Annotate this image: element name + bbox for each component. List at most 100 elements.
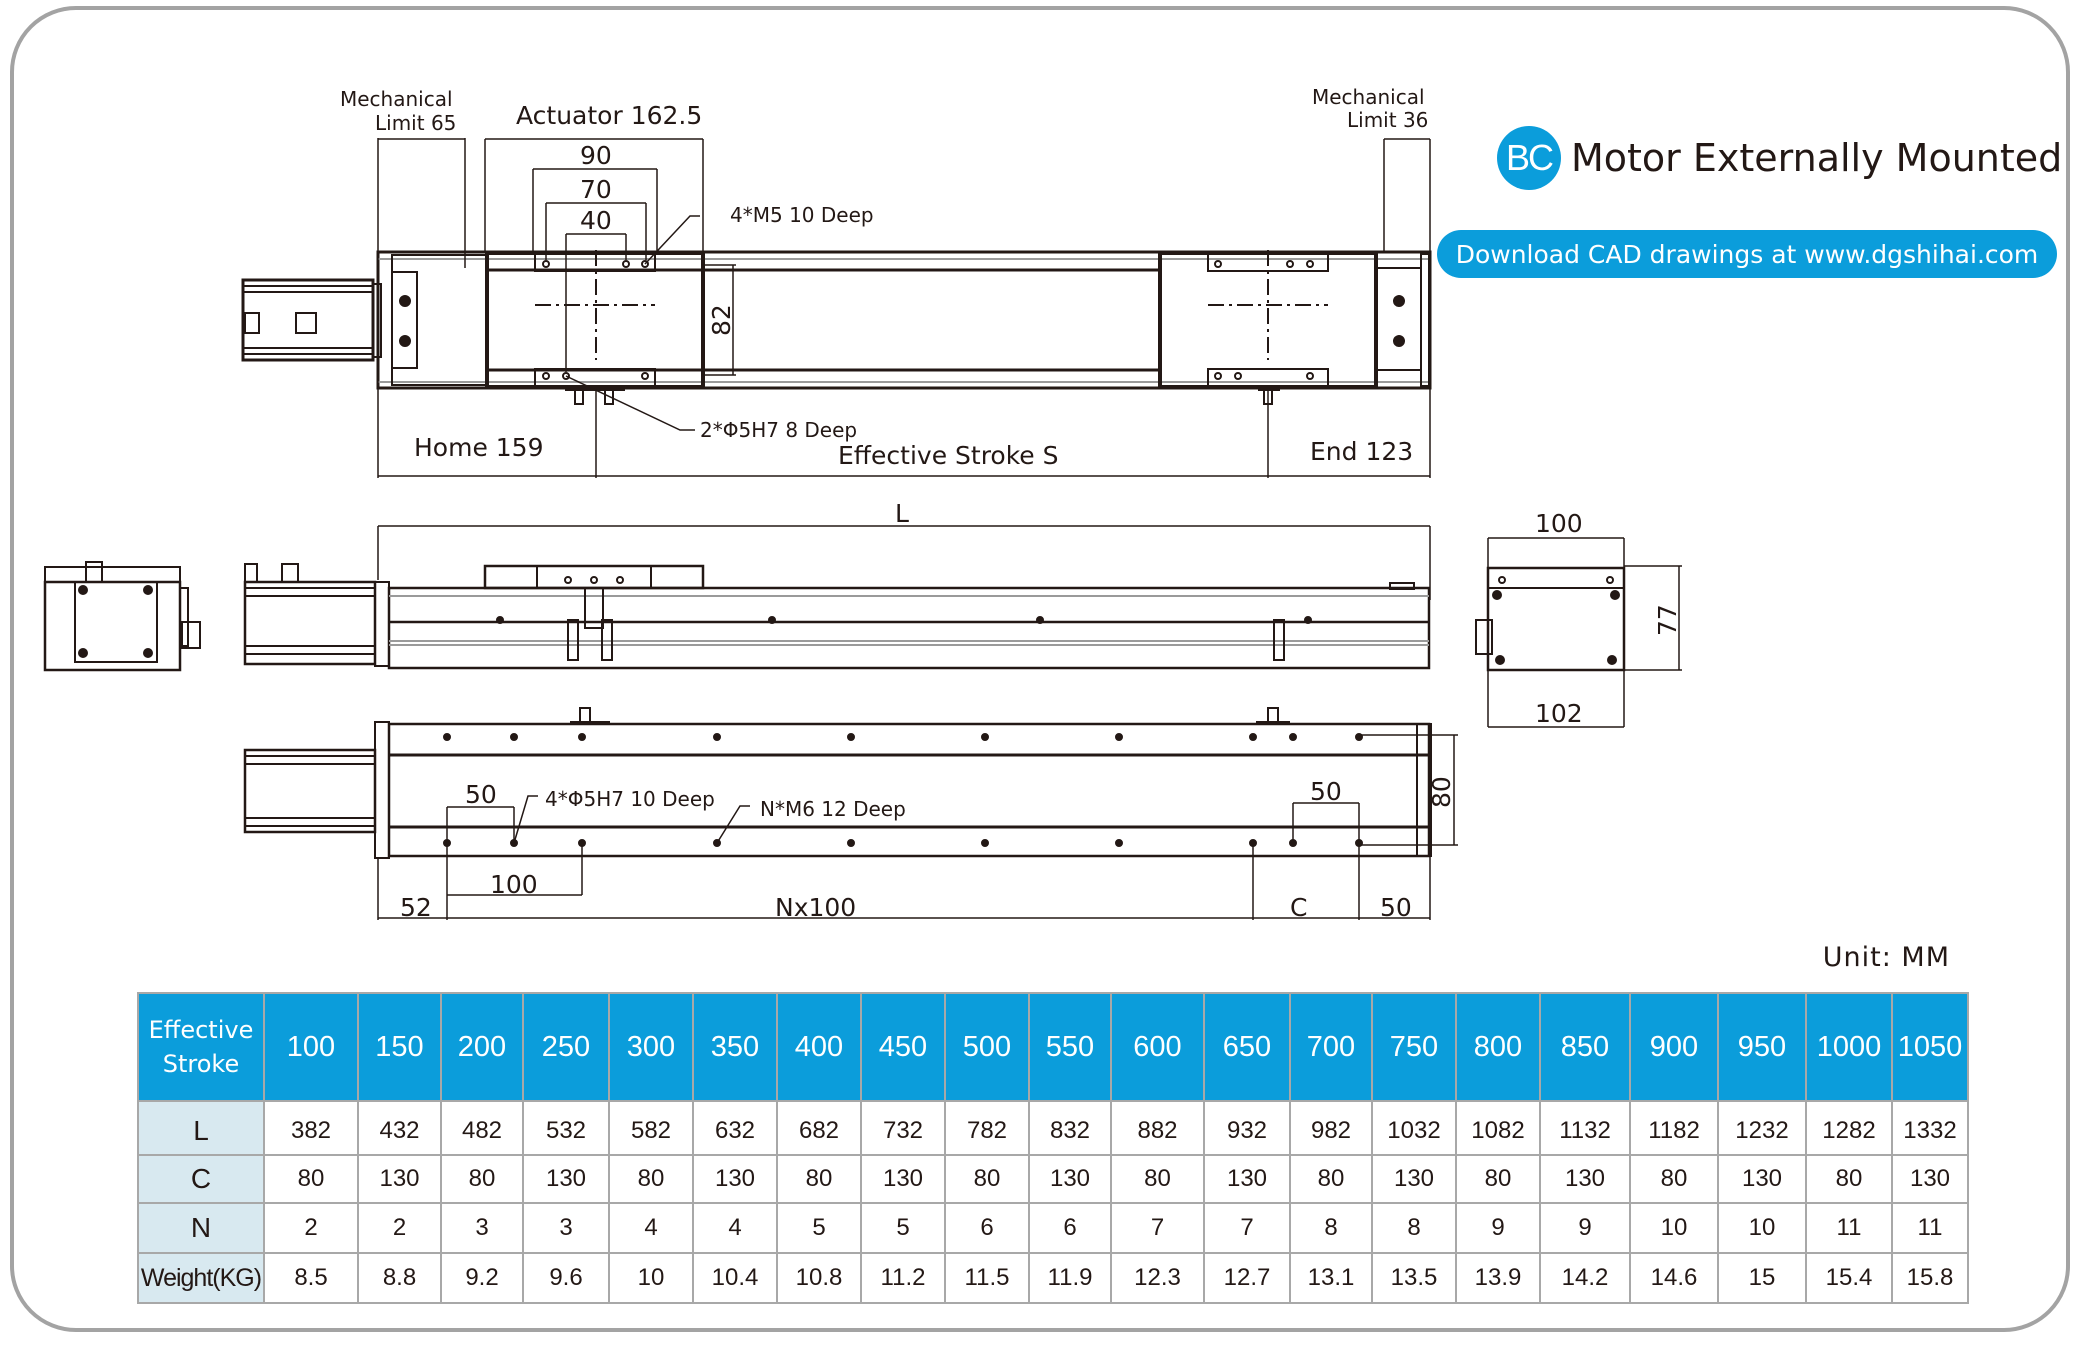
dim-90: 90	[580, 141, 612, 170]
table-cell: 11.2	[860, 1252, 946, 1304]
dim-70: 70	[580, 175, 612, 204]
effective-stroke-label: Effective Stroke S	[838, 441, 1059, 470]
dim-82: 82	[707, 304, 736, 336]
page-frame	[10, 6, 2070, 1332]
side-view	[243, 525, 1431, 670]
row-label: Weight(KG)	[137, 1252, 265, 1304]
table-cell: 8.5	[263, 1252, 359, 1304]
pitch-label: Nx100	[775, 893, 856, 922]
stroke-header: 500	[944, 992, 1030, 1102]
table-cell: 10.4	[692, 1252, 778, 1304]
stroke-header: 200	[440, 992, 524, 1102]
stroke-header: 350	[692, 992, 778, 1102]
table-cell: 932	[1203, 1100, 1291, 1156]
row-label: C	[137, 1154, 265, 1204]
actuator-length-label: Actuator 162.5	[516, 101, 702, 130]
table-cell: 7	[1110, 1202, 1205, 1254]
hole-note-m5: 4*M5 10 Deep	[730, 203, 874, 227]
table-cell: 1032	[1371, 1100, 1457, 1156]
table-cell: 3	[522, 1202, 610, 1254]
table-cell: 130	[357, 1154, 442, 1204]
table-cell: 80	[944, 1154, 1030, 1204]
table-cell: 9	[1539, 1202, 1631, 1254]
table-cell: 1182	[1629, 1100, 1719, 1156]
row-label: L	[137, 1100, 265, 1156]
table-cell: 9.6	[522, 1252, 610, 1304]
header-line1: Effective	[148, 1016, 254, 1044]
table-cell: 8	[1371, 1202, 1457, 1254]
table-cell: 15	[1717, 1252, 1807, 1304]
stroke-header: 950	[1717, 992, 1807, 1102]
model-badge: BC	[1497, 126, 1561, 190]
table-cell: 130	[1028, 1154, 1112, 1204]
table-cell: 2	[263, 1202, 359, 1254]
stroke-header: 550	[1028, 992, 1112, 1102]
stroke-header: 100	[263, 992, 359, 1102]
table-cell: 13.9	[1455, 1252, 1541, 1304]
dim-c: C	[1290, 893, 1307, 922]
dim-50-end: 50	[1380, 893, 1412, 922]
mech-limit-right-line1: Mechanical	[1312, 85, 1425, 109]
table-cell: 11.9	[1028, 1252, 1112, 1304]
table-cell: 11.5	[944, 1252, 1030, 1304]
table-cell: 130	[1203, 1154, 1291, 1204]
stroke-header: 1050	[1891, 992, 1969, 1102]
table-cell: 1282	[1805, 1100, 1893, 1156]
table-cell: 9	[1455, 1202, 1541, 1254]
table-cell: 10	[608, 1252, 694, 1304]
mech-limit-left-line2: Limit 65	[375, 111, 456, 135]
header-effective-stroke: Effective Stroke	[137, 992, 265, 1102]
table-cell: 130	[692, 1154, 778, 1204]
stroke-header: 400	[776, 992, 862, 1102]
end-width-top: 100	[1535, 509, 1583, 538]
table-cell: 130	[1371, 1154, 1457, 1204]
table-cell: 882	[1110, 1100, 1205, 1156]
motor-top	[241, 278, 382, 362]
table-cell: 80	[263, 1154, 359, 1204]
table-cell: 6	[1028, 1202, 1112, 1254]
table-cell: 12.3	[1110, 1252, 1205, 1304]
home-label: Home 159	[414, 433, 544, 462]
table-cell: 80	[440, 1154, 524, 1204]
table-cell: 1132	[1539, 1100, 1631, 1156]
header-line2: Stroke	[162, 1050, 240, 1078]
stroke-header: 750	[1371, 992, 1457, 1102]
table-cell: 1332	[1891, 1100, 1969, 1156]
table-cell: 682	[776, 1100, 862, 1156]
table-cell: 80	[1455, 1154, 1541, 1204]
bottom-view	[243, 707, 1458, 920]
stroke-header: 150	[357, 992, 442, 1102]
dim-50-left: 50	[465, 780, 497, 809]
download-cad-link[interactable]: Download CAD drawings at www.dgshihai.co…	[1437, 230, 2057, 278]
mech-limit-left-line1: Mechanical	[340, 87, 453, 111]
hole-note-m6: N*M6 12 Deep	[760, 797, 906, 821]
table-cell: 4	[608, 1202, 694, 1254]
table-cell: 80	[1629, 1154, 1719, 1204]
actuator-end-view	[1475, 537, 1682, 728]
row-label: N	[137, 1202, 265, 1254]
table-cell: 10.8	[776, 1252, 862, 1304]
table-cell: 5	[860, 1202, 946, 1254]
table-cell: 10	[1717, 1202, 1807, 1254]
top-view	[241, 138, 1432, 478]
table-cell: 130	[1717, 1154, 1807, 1204]
table-cell: 15.8	[1891, 1252, 1969, 1304]
table-cell: 130	[1539, 1154, 1631, 1204]
table-cell: 130	[860, 1154, 946, 1204]
table-cell: 732	[860, 1100, 946, 1156]
dim-80: 80	[1427, 776, 1456, 808]
end-width-bottom: 102	[1535, 699, 1583, 728]
stroke-header: 450	[860, 992, 946, 1102]
end-height: 77	[1653, 604, 1682, 636]
table-cell: 80	[776, 1154, 862, 1204]
table-cell: 11	[1805, 1202, 1893, 1254]
table-cell: 14.2	[1539, 1252, 1631, 1304]
table-cell: 832	[1028, 1100, 1112, 1156]
table-cell: 7	[1203, 1202, 1291, 1254]
dim-50-right: 50	[1310, 777, 1342, 806]
stroke-header: 1000	[1805, 992, 1893, 1102]
stroke-header: 800	[1455, 992, 1541, 1102]
table-cell: 80	[1289, 1154, 1373, 1204]
